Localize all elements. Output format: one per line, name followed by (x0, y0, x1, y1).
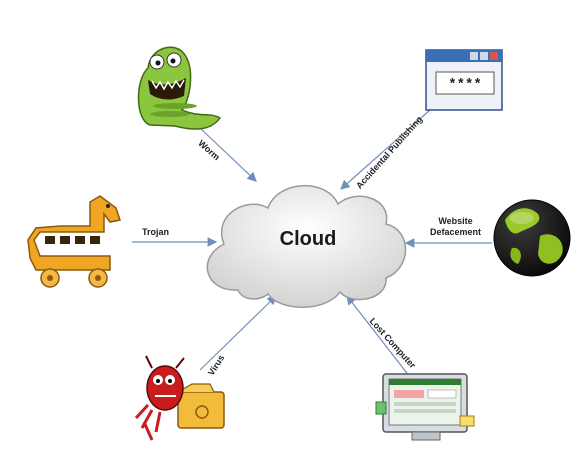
website-defacement-label-line2: Defacement (430, 227, 482, 237)
arrow-accidental-publishing (340, 109, 431, 190)
arrow-virus (199, 295, 277, 371)
website-defacement-label-line1: Website (438, 216, 473, 226)
cloud-shape (206, 184, 407, 308)
password-mask: **** (448, 77, 482, 93)
computer-monitor-icon (375, 373, 475, 441)
trojan-horse-icon (27, 195, 121, 288)
virus-bug-icon (134, 355, 225, 441)
arrow-lost-computer (346, 295, 411, 378)
globe-icon (493, 199, 571, 277)
worm-icon (137, 46, 222, 130)
arrow-worm (199, 127, 257, 182)
trojan-label: Trojan (142, 227, 170, 237)
arrows (132, 109, 492, 378)
cloud-label: Cloud (279, 228, 337, 250)
password-window-icon: **** (425, 49, 503, 111)
website-defacement-label: Website Defacement (430, 216, 481, 238)
